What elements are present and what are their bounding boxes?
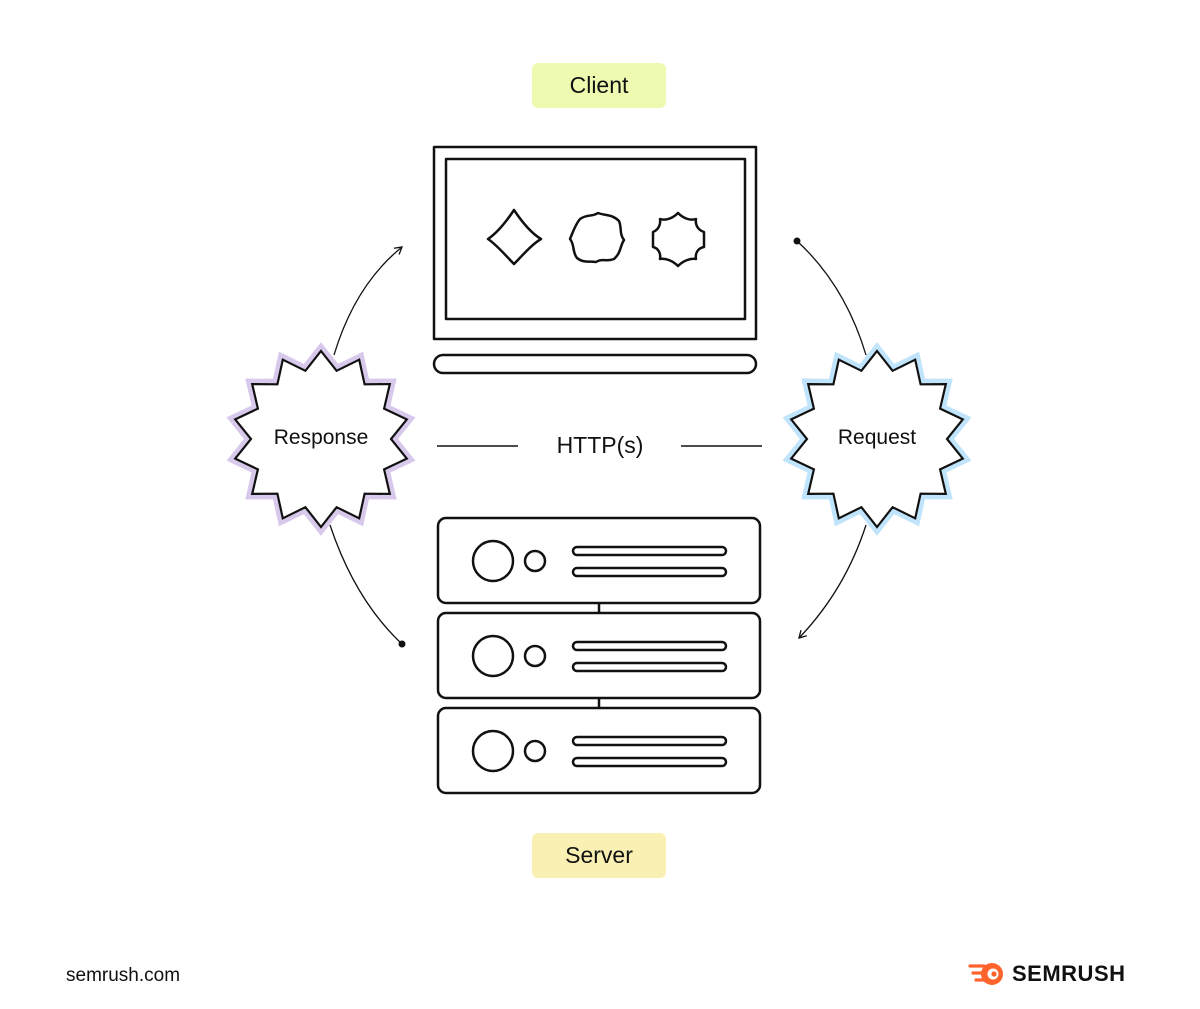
server-unit	[436, 706, 762, 795]
burst-outline	[233, 349, 409, 529]
burst-outline	[789, 349, 965, 529]
server-label: Server	[532, 833, 666, 878]
brand-wordmark: SEMRUSH	[1012, 961, 1126, 986]
request-label: Request	[837, 426, 917, 449]
client-label: Client	[532, 63, 666, 108]
request-burst-shape	[782, 342, 972, 536]
server-unit	[436, 516, 762, 605]
request-start-dot	[793, 237, 801, 245]
server-rack-icon	[436, 516, 762, 795]
server-unit	[436, 611, 762, 700]
response-arc-top	[333, 246, 404, 356]
response-label: Response	[273, 426, 369, 449]
response-start-dot	[398, 640, 406, 648]
screen-shape-2	[568, 211, 626, 264]
footer-website: semrush.com	[66, 965, 181, 986]
http-protocol-label: HTTP(s)	[556, 432, 644, 458]
response-arc-bottom	[329, 524, 403, 645]
brand-logo: SEMRUSH	[968, 960, 1126, 988]
response-burst-shape	[226, 342, 416, 536]
request-arc-bottom	[798, 524, 867, 639]
laptop-icon	[432, 145, 758, 375]
screen-shape-1	[486, 208, 543, 266]
screen-shape-3	[651, 211, 706, 268]
semrush-fireball-icon	[968, 963, 1003, 985]
request-arc-top	[796, 240, 867, 356]
